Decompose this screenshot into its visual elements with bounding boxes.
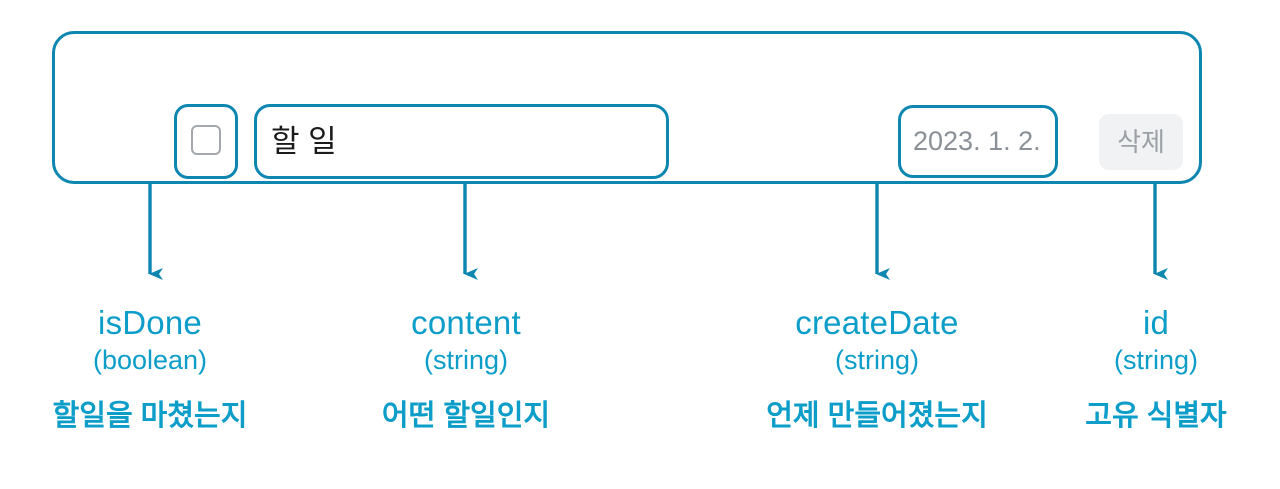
todo-delete-button[interactable]: 삭제 xyxy=(1099,114,1183,170)
annotation-field-description: 고유 식별자 xyxy=(1085,400,1227,432)
annotation-field-type: (boolean) xyxy=(92,345,208,375)
annotation-field-name: content xyxy=(411,304,521,341)
todo-content-input[interactable]: 할 일 xyxy=(271,124,337,159)
highlight-box-isdone xyxy=(174,104,238,179)
highlight-box-createdate xyxy=(898,105,1058,178)
annotation-field-description: 어떤 할일인지 xyxy=(381,400,551,432)
annotation-content: content (string) 어떤 할일인지 xyxy=(320,303,612,435)
todo-create-date: 2023. 1. 2. xyxy=(913,126,1041,156)
todo-checkbox[interactable] xyxy=(191,125,221,155)
annotation-field-name: isDone xyxy=(98,304,202,341)
annotation-field-name: createDate xyxy=(795,304,959,341)
annotation-id: id (string) 고유 식별자 xyxy=(1032,303,1280,435)
todo-item-card: 할 일 2023. 1. 2. 삭제 xyxy=(52,31,1202,184)
annotation-field-description: 할일을 마쳤는지 xyxy=(52,400,248,432)
annotation-field-type: (string) xyxy=(834,345,919,375)
annotation-field-type: (string) xyxy=(1113,345,1198,375)
annotation-field-type: (string) xyxy=(423,345,508,375)
annotation-isdone: isDone (boolean) 할일을 마쳤는지 xyxy=(0,303,300,435)
highlight-box-content xyxy=(254,104,669,179)
annotation-createdate: createDate (string) 언제 만들어졌는지 xyxy=(722,303,1032,435)
annotation-field-name: id xyxy=(1142,304,1170,341)
annotation-field-description: 언제 만들어졌는지 xyxy=(766,400,988,432)
